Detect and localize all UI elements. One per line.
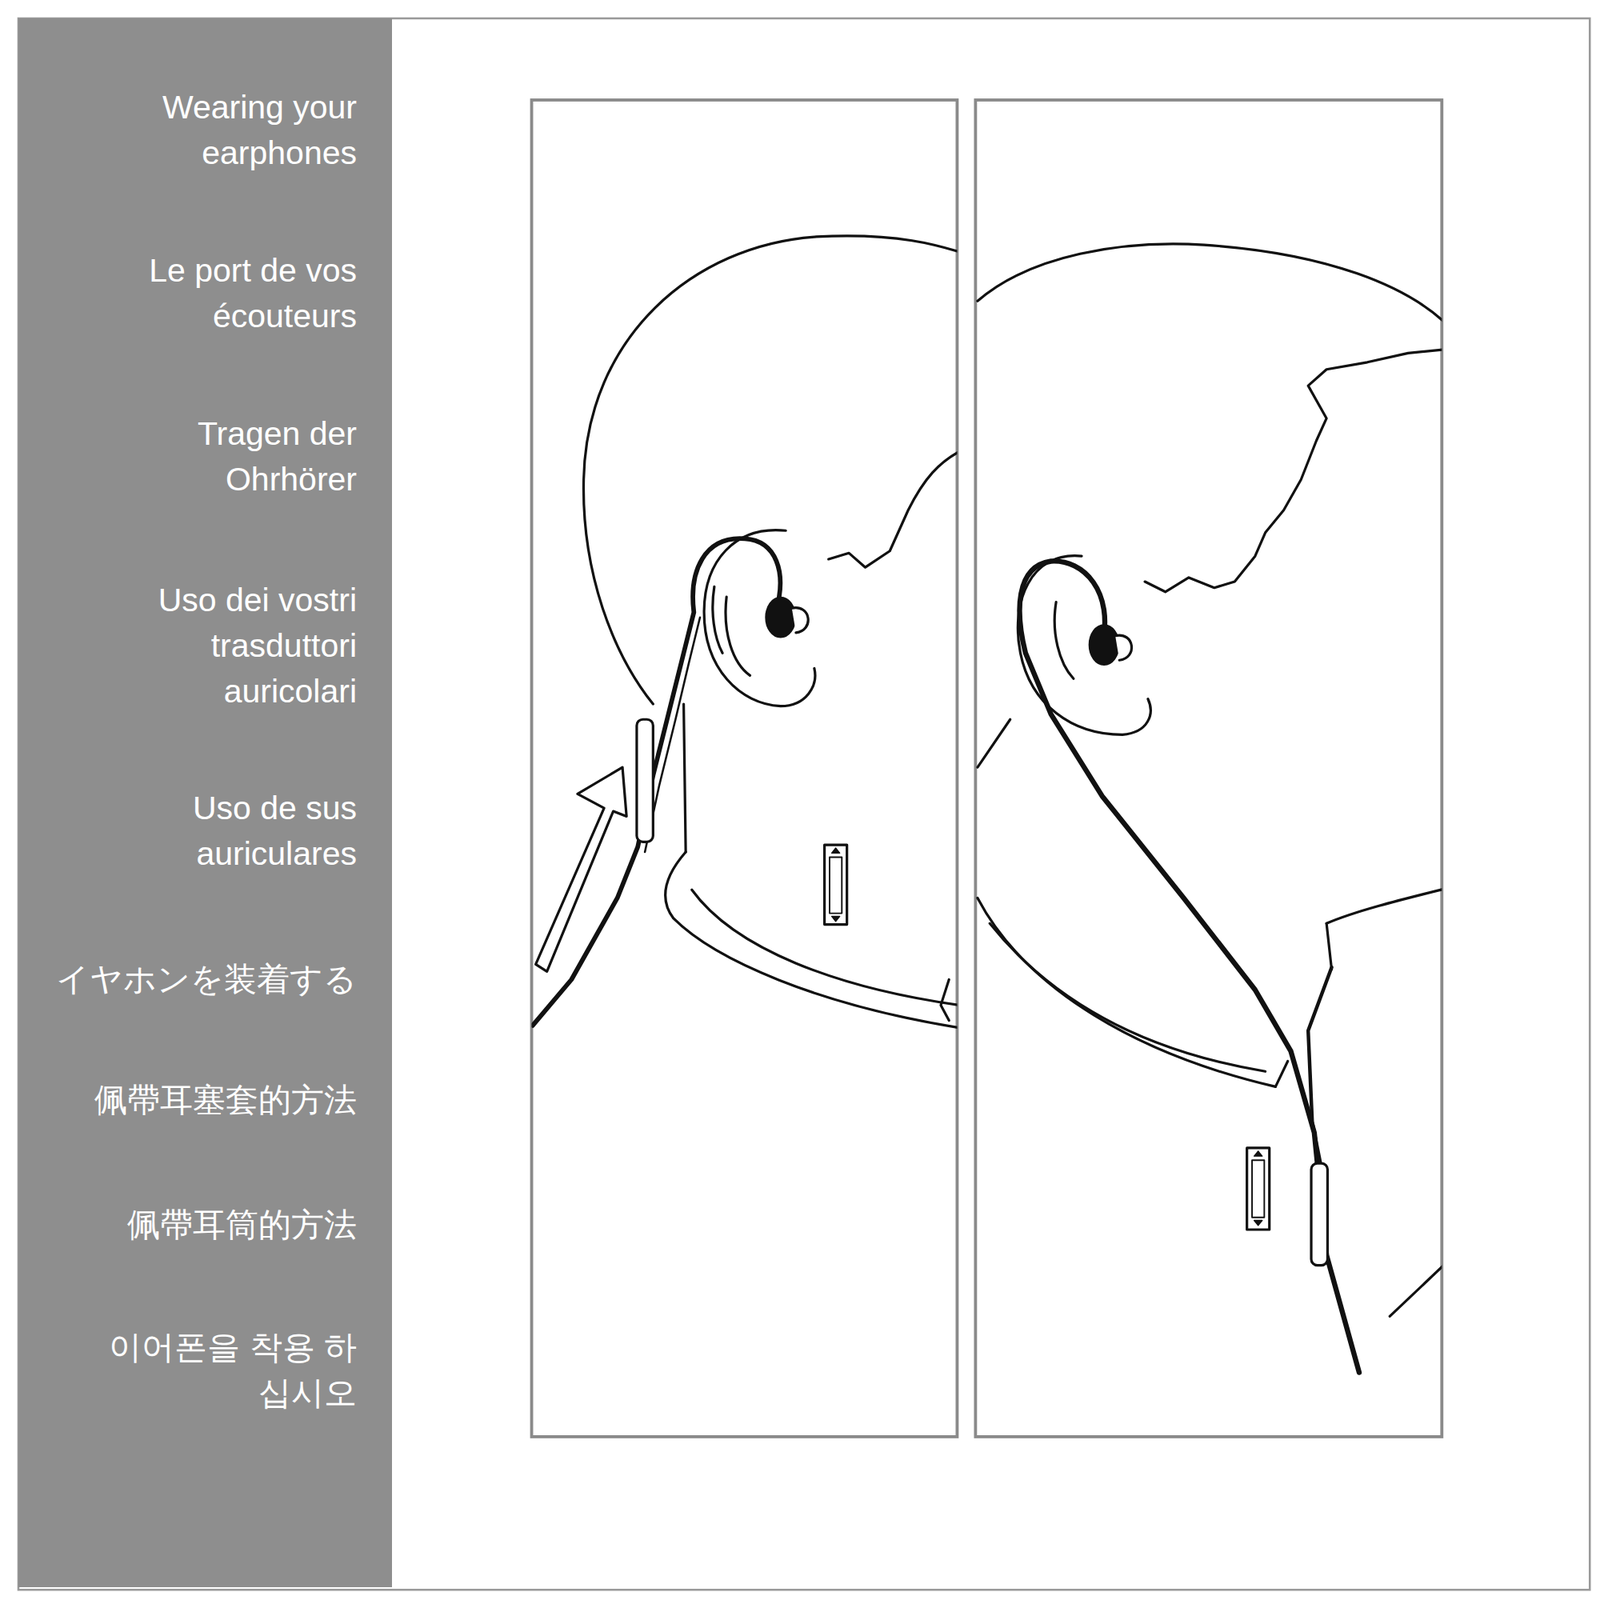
head-figure	[532, 236, 958, 1029]
language-heading: Le port de vos écouteurs	[100, 248, 357, 340]
language-heading: Uso dei vostri trasduttori auricolari	[100, 577, 357, 715]
language-heading: 이어폰을 착용 하십시오	[100, 1324, 357, 1416]
language-heading: 佩帶耳筒的方法	[23, 1202, 357, 1248]
panel-frame	[532, 100, 958, 1437]
title-band: Wearing your earphones Le port de vos éco…	[18, 18, 392, 1588]
head-figure	[977, 244, 1442, 1373]
language-heading: Wearing your earphones	[100, 84, 357, 176]
language-heading: Tragen der Ohrhörer	[100, 411, 357, 503]
panel-frame	[975, 100, 1442, 1437]
language-heading: 佩帶耳塞套的方法	[23, 1077, 357, 1124]
page-border	[18, 18, 1590, 1590]
language-heading: イヤホンを装着する	[23, 956, 357, 1003]
language-heading: Uso de sus auriculares	[100, 785, 357, 877]
